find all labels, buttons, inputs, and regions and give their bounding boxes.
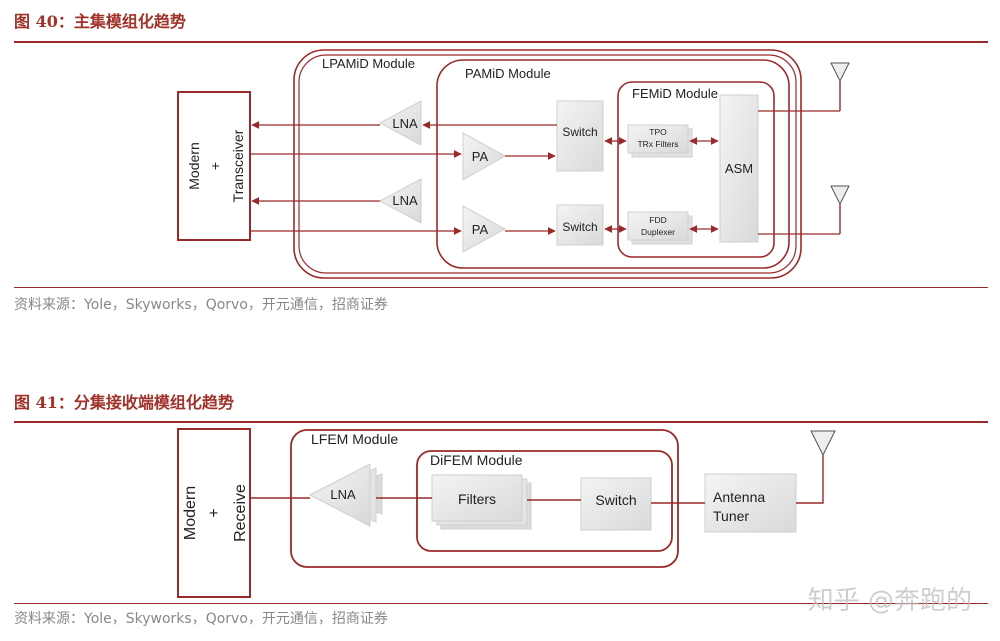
lna-top-label: LNA: [392, 116, 418, 131]
filters-label: Filters: [458, 491, 496, 507]
switch-label: Switch: [595, 492, 636, 508]
asm-box: [719, 94, 759, 243]
lna-bottom-amplifier: [378, 178, 422, 224]
figure-40-top-rule: [14, 41, 988, 43]
switch-top-box: [556, 100, 604, 172]
pa-top-label: PA: [472, 149, 489, 164]
lna-bottom-label: LNA: [392, 193, 418, 208]
transceiver-label-modern: Modern: [186, 142, 202, 189]
lpamid-label: LPAMiD Module: [322, 56, 415, 71]
figure-41-title: 图 41：分集接收端模组化趋势: [14, 393, 234, 412]
tuner-label-line1: Antenna: [713, 489, 765, 505]
tpo-label-line2: TRx Filters: [637, 139, 678, 149]
pa-top-amplifier: [462, 132, 507, 181]
lfem-label: LFEM Module: [311, 431, 398, 447]
antenna-bottom-icon: [830, 185, 850, 206]
difem-label: DiFEM Module: [430, 452, 523, 468]
receive-label-modern: Modern: [182, 486, 199, 540]
tpo-filter-box: [627, 124, 689, 154]
fdd-duplexer-box: [627, 211, 689, 241]
difem-module: [416, 450, 673, 552]
tpo-label-line1: TPO: [649, 127, 667, 137]
filters-box: [431, 474, 523, 522]
lna-top-amplifier: [378, 100, 422, 146]
tuner-to-antenna-link: [796, 455, 824, 504]
switch-bottom-label: Switch: [562, 220, 597, 234]
figure-41-source: 资料来源：Yole，Skyworks，Qorvo，开元通信，招商证券: [14, 611, 388, 627]
lna-amplifier: [308, 463, 371, 527]
tuner-label-line2: Tuner: [713, 508, 749, 524]
antenna-top-icon: [830, 62, 850, 83]
antenna-icon: [810, 430, 836, 457]
figure-41-bottom-rule: [14, 603, 988, 604]
antenna-tuner-box: [704, 473, 797, 533]
fdd-label-line1: FDD: [649, 215, 666, 225]
pa-bottom-amplifier: [462, 205, 507, 253]
lna-label: LNA: [330, 487, 356, 502]
pamid-module: [436, 59, 790, 269]
receive-label-plus: +: [206, 508, 223, 517]
watermark: 知乎 @奔跑的: [807, 586, 972, 616]
figure-40-source: 资料来源：Yole，Skyworks，Qorvo，开元通信，招商证券: [14, 297, 388, 313]
transceiver-label-plus: +: [207, 162, 223, 170]
figure-40-bottom-rule: [14, 287, 988, 288]
figure-41-top-rule: [14, 421, 988, 423]
transceiver-box: [177, 91, 251, 241]
transceiver-label-transceiver: Transceiver: [230, 129, 246, 202]
switch-bottom-box: [556, 204, 604, 246]
receive-label-receive: Receive: [232, 484, 249, 542]
switch-top-label: Switch: [562, 125, 597, 139]
receive-box: [177, 428, 251, 598]
pa-bottom-label: PA: [472, 222, 489, 237]
femid-module: [617, 81, 775, 258]
pamid-label: PAMiD Module: [465, 66, 551, 81]
lpamid-module-outer: [293, 49, 802, 279]
asm-label: ASM: [725, 161, 753, 176]
lpamid-module-inner: [298, 54, 797, 274]
femid-label: FEMiD Module: [632, 86, 718, 101]
switch-box: [580, 477, 652, 531]
fdd-label-line2: Duplexer: [641, 227, 675, 237]
figure-40-title: 图 40：主集模组化趋势: [14, 12, 186, 31]
